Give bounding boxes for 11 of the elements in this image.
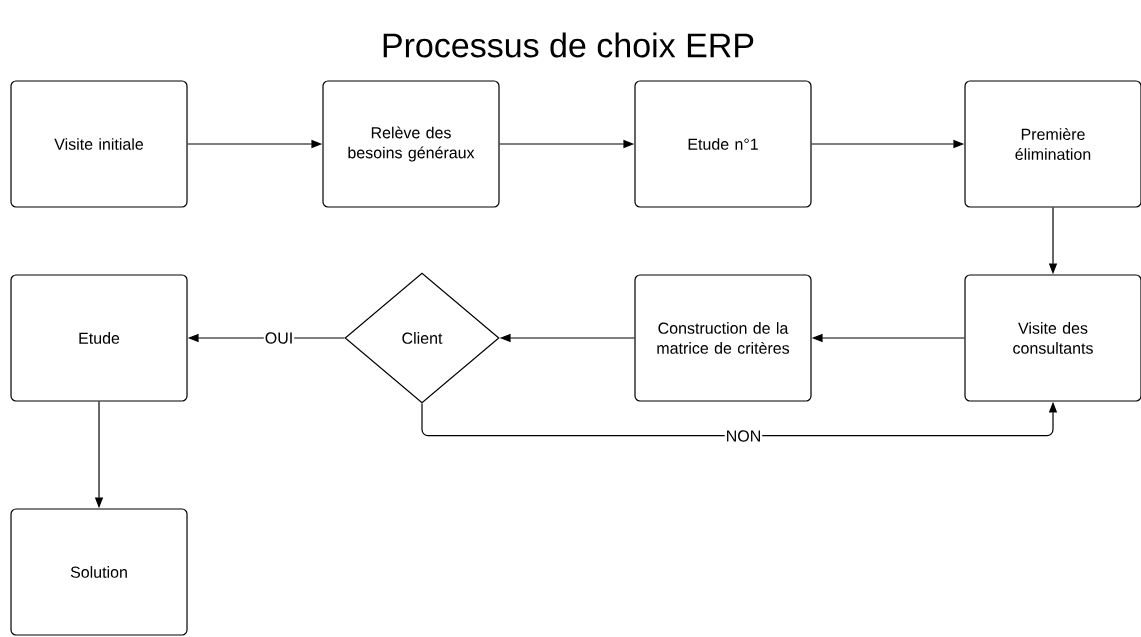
edge-label: OUI bbox=[263, 331, 295, 345]
process-box: Première élimination bbox=[964, 80, 1141, 208]
process-box: Relève des besoins généraux bbox=[322, 80, 500, 208]
process-box: Construction de la matrice de critères bbox=[634, 274, 812, 402]
process-box: Visite initiale bbox=[10, 80, 188, 208]
process-box: Solution bbox=[10, 508, 188, 636]
process-box: Visite des consultants bbox=[964, 274, 1141, 402]
edge-label: NON bbox=[724, 429, 763, 443]
process-box: Etude n°1 bbox=[634, 80, 812, 208]
title: Processus de choix ERP bbox=[383, 32, 754, 58]
process-box: Etude bbox=[10, 274, 188, 402]
